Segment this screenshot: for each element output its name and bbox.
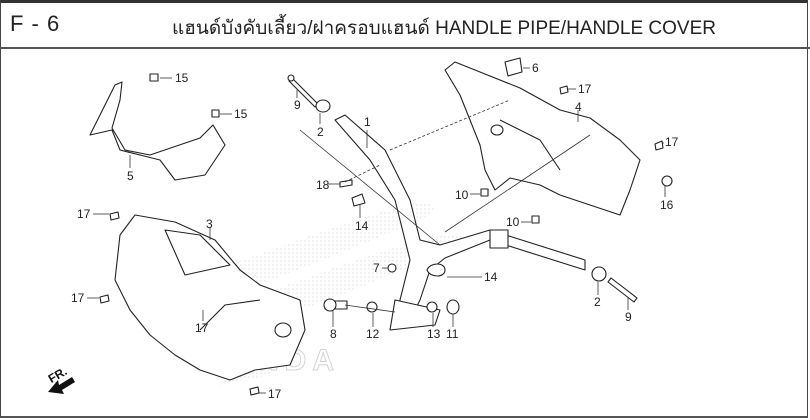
header: F - 6 แฮนด์บังคับเลี้ยว/ฝาครอบแฮนด์ HAND… <box>0 3 810 49</box>
callout-label-15: 15 <box>175 71 189 85</box>
callout-label-17: 17 <box>268 387 282 401</box>
callout-label-7: 7 <box>373 261 380 275</box>
callout-label-5: 5 <box>127 169 134 183</box>
callout-label-13: 13 <box>427 327 441 341</box>
callout-label-8: 8 <box>330 327 337 341</box>
callout-label-17: 17 <box>71 291 85 305</box>
callout-label-3: 3 <box>206 217 213 231</box>
figure-number: F - 6 <box>10 11 61 36</box>
callout-label-2: 2 <box>594 295 601 309</box>
callout-label-18: 18 <box>316 178 330 192</box>
callout-label-17: 17 <box>665 135 679 149</box>
callout-label-17: 17 <box>195 321 209 335</box>
callout-label-11: 11 <box>446 327 459 341</box>
parts-line-art: HONDA <box>48 57 673 396</box>
exploded-parts-diagram: HONDA <box>0 49 810 418</box>
callout-label-9: 9 <box>294 98 301 112</box>
callout-label-14: 14 <box>355 219 369 233</box>
callout-label-4: 4 <box>575 100 582 114</box>
front-arrow-icon <box>48 377 75 394</box>
callout-label-12: 12 <box>366 327 380 341</box>
callout-label-17: 17 <box>578 82 592 96</box>
callout-label-1: 1 <box>364 115 371 129</box>
page-title: แฮนด์บังคับเลี้ยว/ฝาครอบแฮนด์ HANDLE PIP… <box>172 18 716 39</box>
callout-label-17: 17 <box>77 207 91 221</box>
callout-label-9: 9 <box>625 310 632 324</box>
callout-label-16: 16 <box>660 198 674 212</box>
callout-label-14: 14 <box>484 270 498 284</box>
callout-label-10: 10 <box>506 215 520 229</box>
callout-label-10: 10 <box>455 188 469 202</box>
callout-label-15: 15 <box>234 107 248 121</box>
callout-label-2: 2 <box>317 125 324 139</box>
callout-label-6: 6 <box>532 61 539 75</box>
